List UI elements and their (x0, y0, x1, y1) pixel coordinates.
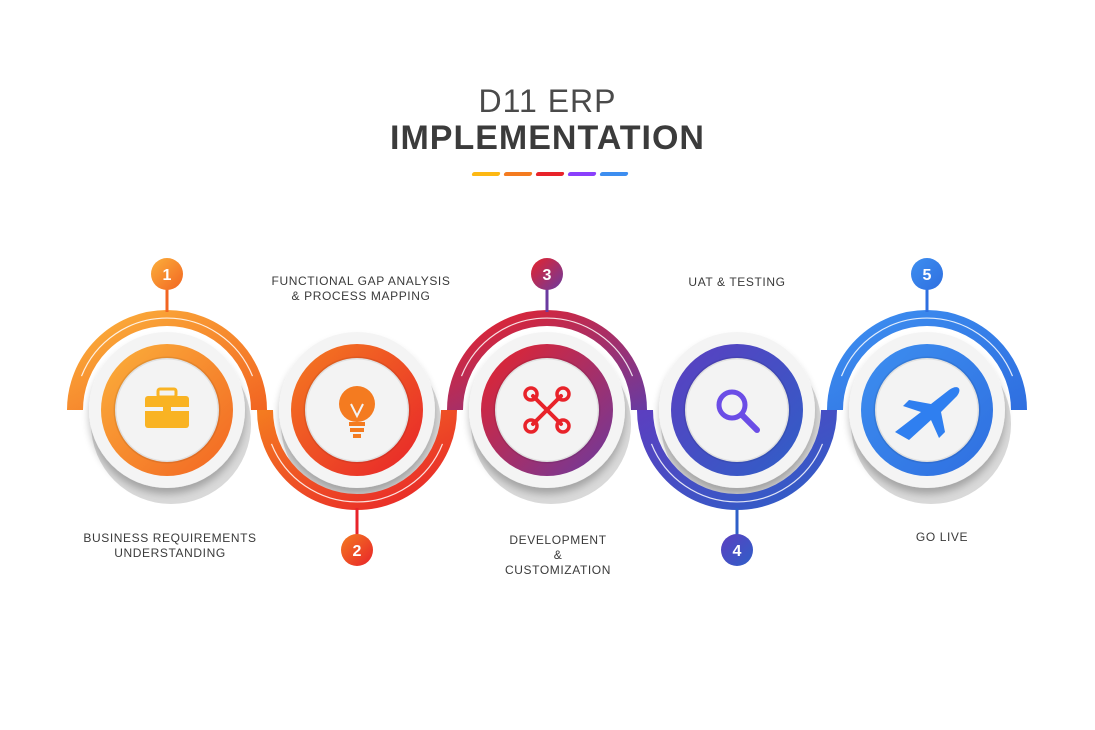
step-badge (911, 258, 943, 290)
underline-segment (471, 172, 501, 176)
briefcase-icon (145, 387, 189, 428)
step-number: 2 (353, 543, 362, 560)
lightbulb-icon (339, 386, 375, 438)
step-number: 4 (733, 543, 742, 560)
step-label-5: GO LIVE (915, 530, 969, 544)
title-block: D11 ERP IMPLEMENTATION (0, 82, 1095, 158)
underline-segment (503, 172, 533, 176)
step-badge (151, 258, 183, 290)
step-label-4: UAT & TESTING (688, 275, 786, 289)
step-number: 3 (543, 267, 552, 284)
underline-segment (599, 172, 629, 176)
title-underline (470, 172, 630, 178)
step-number: 1 (163, 267, 172, 284)
step-label-3: DEVELOPMENT & CUSTOMIZATION (504, 533, 612, 577)
flow-guide (840, 317, 1014, 377)
underline-segment (567, 172, 597, 176)
step-badge (531, 258, 563, 290)
airplane-icon (895, 387, 960, 440)
title-line-2: IMPLEMENTATION (390, 119, 705, 157)
step-label-1: BUSINESS REQUIREMENTS UNDERSTANDING (83, 531, 257, 560)
step-badge (341, 534, 373, 566)
flow-guide (270, 443, 444, 503)
step-badge (721, 534, 753, 566)
flow-guide (460, 317, 634, 377)
tools-icon (523, 386, 571, 434)
step-label-2: FUNCTIONAL GAP ANALYSIS & PROCESS MAPPIN… (271, 274, 451, 303)
magnifier-icon (716, 389, 760, 433)
flow-guide (80, 317, 254, 377)
title-line-1: D11 ERP (478, 83, 617, 119)
flow-guide (650, 443, 824, 503)
step-number: 5 (923, 267, 932, 284)
ring-inner (683, 356, 791, 464)
underline-segment (535, 172, 565, 176)
